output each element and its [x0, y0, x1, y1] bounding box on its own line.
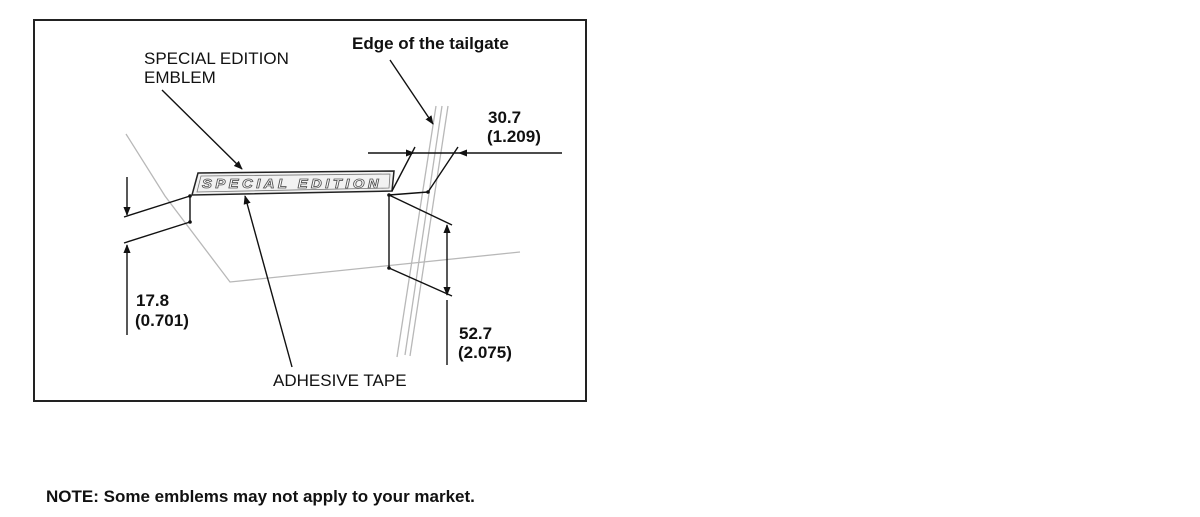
- tailgate-outline: [125, 105, 521, 358]
- emblem-label-line2: EMBLEM: [144, 68, 216, 87]
- dimension-lines: [123, 59, 562, 368]
- diagram-frame: [33, 19, 587, 402]
- horizontal-offset-mm: 30.7: [488, 108, 521, 127]
- horizontal-offset-in: (1.209): [487, 127, 541, 146]
- right-height-mm: 52.7: [459, 324, 492, 343]
- left-height-in: (0.701): [135, 311, 189, 330]
- tailgate-edge-label: Edge of the tailgate: [352, 34, 509, 53]
- junction-points: [188, 190, 430, 270]
- right-height-in: (2.075): [458, 343, 512, 362]
- special-edition-emblem: SPECIAL EDITION: [191, 170, 395, 196]
- emblem-lettering: SPECIAL EDITION: [202, 176, 382, 191]
- market-note: NOTE: Some emblems may not apply to your…: [46, 487, 475, 506]
- emblem-label-line1: SPECIAL EDITION: [144, 49, 289, 68]
- left-height-mm: 17.8: [136, 291, 169, 310]
- adhesive-tape-label: ADHESIVE TAPE: [273, 371, 407, 390]
